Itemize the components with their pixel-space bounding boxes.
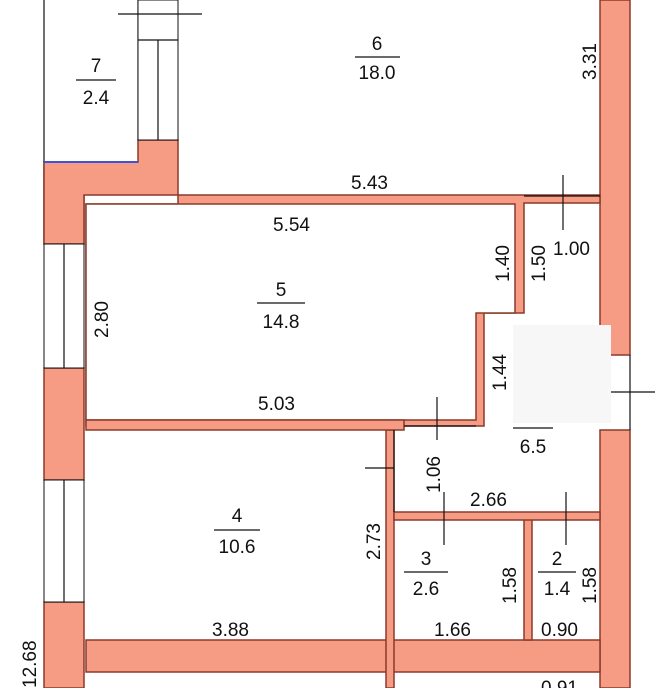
dim-5-03: 5.03 bbox=[258, 394, 295, 415]
dim-0-91: 0.91 bbox=[541, 678, 578, 688]
room-7-outline bbox=[43, 0, 139, 162]
room-5-label: 5 14.8 bbox=[257, 280, 305, 333]
room-4-number: 4 bbox=[232, 506, 243, 527]
dim-2-66: 2.66 bbox=[470, 490, 507, 511]
room-4-label: 4 10.6 bbox=[214, 506, 260, 558]
dim-1-50: 1.50 bbox=[529, 245, 550, 282]
room-6-number: 6 bbox=[372, 34, 383, 55]
room-6-label: 6 18.0 bbox=[355, 34, 400, 84]
dim-1-40: 1.40 bbox=[493, 245, 514, 282]
wall-left-3 bbox=[43, 601, 85, 688]
room-3-label: 3 2.6 bbox=[404, 549, 448, 600]
wall-left-2 bbox=[43, 367, 85, 481]
dim-1-58-left: 1.58 bbox=[500, 567, 521, 604]
dim-12-68: 12.68 bbox=[20, 640, 41, 688]
room-hall-label: 6.5 bbox=[513, 427, 553, 458]
room-3-area: 2.6 bbox=[413, 579, 439, 600]
dim-2-80: 2.80 bbox=[92, 301, 113, 338]
wall-right-lower bbox=[599, 429, 631, 688]
room-hall-area: 6.5 bbox=[520, 437, 546, 458]
room-5-area: 14.8 bbox=[263, 312, 300, 333]
dim-3-31: 3.31 bbox=[580, 43, 601, 80]
dim-1-66: 1.66 bbox=[434, 620, 471, 641]
room-7-number: 7 bbox=[91, 56, 102, 77]
dim-0-90: 0.90 bbox=[541, 620, 578, 641]
dim-5-43: 5.43 bbox=[351, 173, 388, 194]
room-2-label: 2 1.4 bbox=[538, 549, 576, 600]
room-5-area bbox=[85, 203, 516, 421]
dim-1-00: 1.00 bbox=[553, 239, 590, 260]
room-2-area: 1.4 bbox=[544, 579, 571, 600]
wall-right-upper bbox=[599, 0, 631, 356]
wall-room4-top bbox=[85, 419, 405, 431]
room-5-number: 5 bbox=[276, 280, 287, 301]
room-6-area: 18.0 bbox=[359, 63, 396, 84]
dim-5-54: 5.54 bbox=[273, 215, 310, 236]
wall-room4-right bbox=[385, 429, 395, 688]
dim-2-73: 2.73 bbox=[364, 523, 385, 560]
dim-1-44: 1.44 bbox=[490, 354, 511, 391]
room-7-label: 7 2.4 bbox=[76, 56, 116, 109]
room-7-area: 2.4 bbox=[83, 88, 110, 109]
room-3-number: 3 bbox=[421, 549, 432, 570]
room-4-area: 10.6 bbox=[219, 537, 256, 558]
wall-mid-h bbox=[393, 511, 601, 521]
wall-room3-right bbox=[523, 514, 533, 641]
dim-3-88: 3.88 bbox=[212, 620, 249, 641]
dim-1-58-right: 1.58 bbox=[580, 567, 601, 604]
room-2-number: 2 bbox=[552, 549, 563, 570]
wall-bottom-h bbox=[85, 639, 601, 673]
blank-patch bbox=[513, 325, 611, 423]
dim-1-06: 1.06 bbox=[424, 456, 445, 493]
